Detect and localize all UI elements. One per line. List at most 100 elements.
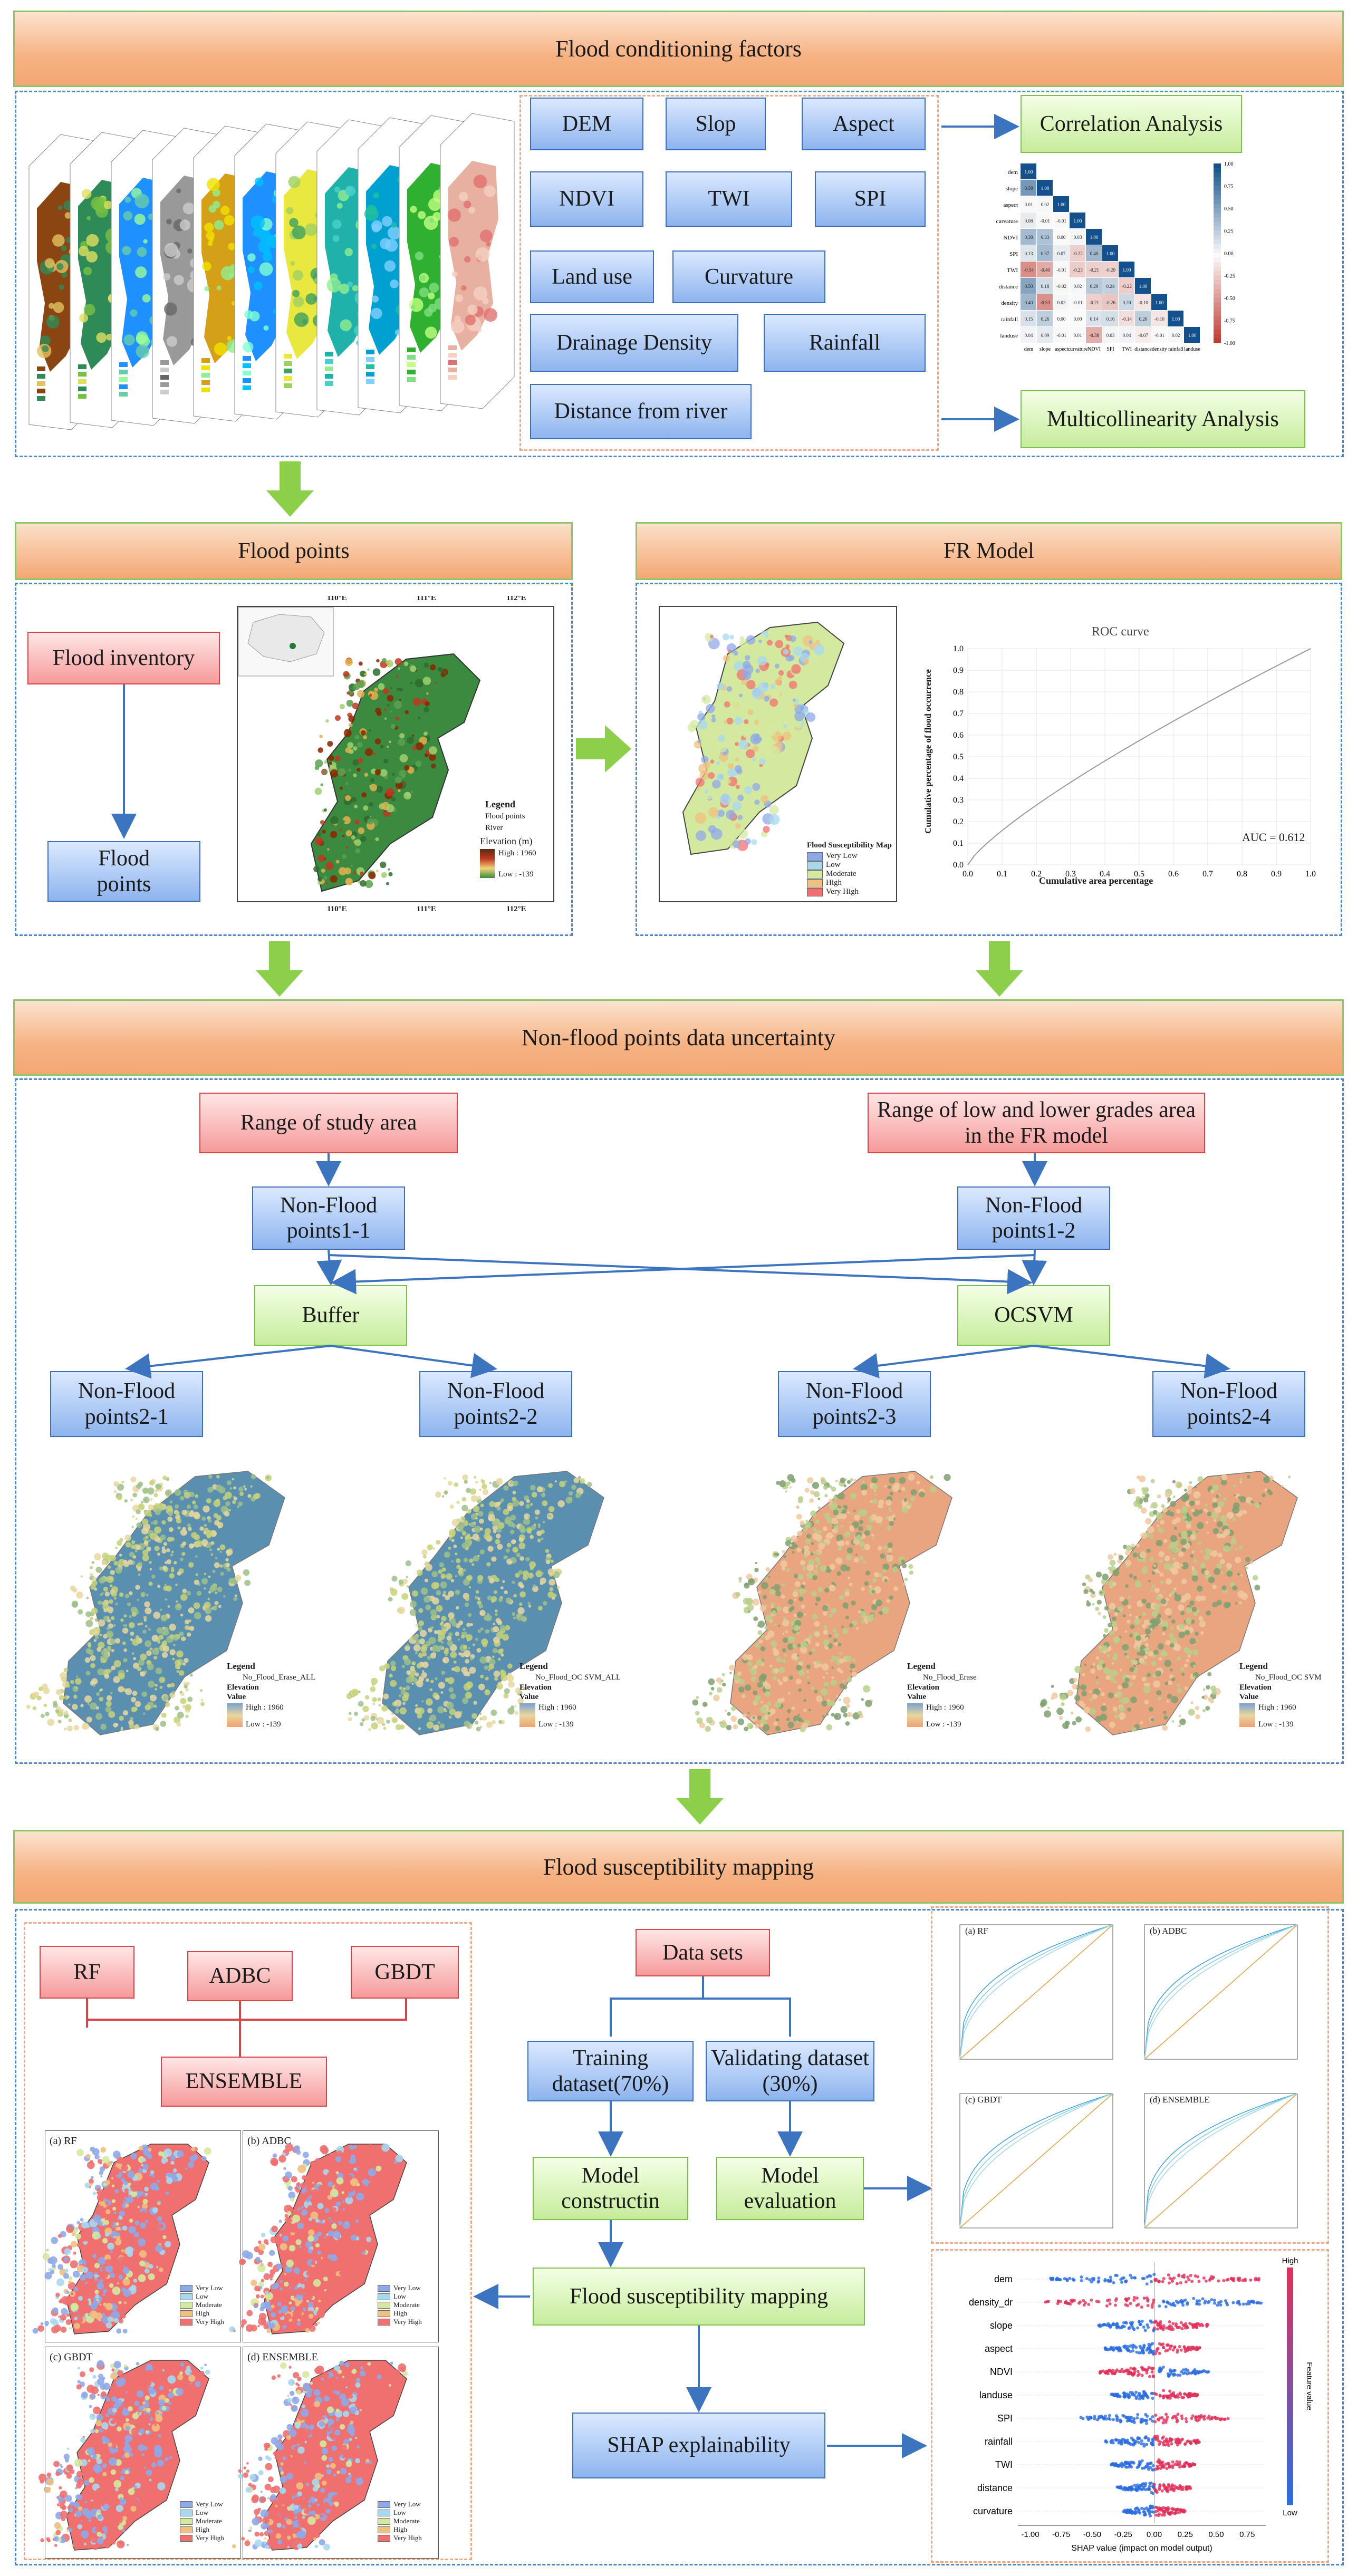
x-tick: 0.6 bbox=[1168, 870, 1179, 879]
factor-layer bbox=[440, 113, 515, 409]
svg-text:NDVI: NDVI bbox=[1087, 346, 1101, 352]
adbc-box: ADBC bbox=[187, 1951, 293, 2001]
y-tick: 1.0 bbox=[953, 644, 964, 653]
factor-slope: Slop bbox=[666, 98, 766, 150]
svg-text:aspect: aspect bbox=[1004, 202, 1018, 208]
flow-arrow-green-3 bbox=[976, 941, 1023, 997]
susceptibility-panel bbox=[15, 1909, 1344, 2565]
shap-feature-label: slope bbox=[990, 2320, 1013, 2331]
factor-aspect: Aspect bbox=[802, 98, 926, 150]
svg-text:1.00: 1.00 bbox=[1106, 251, 1115, 256]
training-box: Training dataset(70%) bbox=[527, 2041, 694, 2101]
svg-text:-0.22: -0.22 bbox=[1122, 284, 1132, 289]
svg-text:0.26: 0.26 bbox=[1139, 316, 1148, 322]
svg-text:NDVI: NDVI bbox=[1004, 235, 1018, 241]
svg-text:distance: distance bbox=[999, 284, 1018, 290]
svg-text:0.50: 0.50 bbox=[1025, 284, 1033, 289]
svg-text:-0.38: -0.38 bbox=[1089, 333, 1099, 338]
svg-text:0.09: 0.09 bbox=[1041, 333, 1050, 338]
shap-feature-label: curvature bbox=[973, 2506, 1013, 2516]
svg-text:landuse: landuse bbox=[1184, 346, 1200, 352]
section-header-non-flood: Non-flood points data uncertainty bbox=[13, 999, 1344, 1076]
ocsvm-box: OCSVM bbox=[957, 1285, 1110, 1346]
svg-text:0.02: 0.02 bbox=[1074, 284, 1082, 289]
range-low-box: Range of low and lower grades area in th… bbox=[868, 1093, 1205, 1153]
correlation-analysis-box: Correlation Analysis bbox=[1021, 95, 1242, 153]
y-tick: 0.3 bbox=[953, 796, 964, 805]
svg-text:TWI: TWI bbox=[1007, 267, 1018, 274]
legend-item: Low bbox=[807, 861, 859, 870]
section-header-conditioning-factors: Flood conditioning factors bbox=[13, 11, 1344, 87]
svg-text:0.15: 0.15 bbox=[1025, 316, 1033, 322]
legend-item: Very High bbox=[807, 887, 859, 896]
shap-feature-label: NDVI bbox=[990, 2367, 1013, 2377]
y-tick: 0.1 bbox=[953, 839, 964, 848]
ensemble-box: ENSEMBLE bbox=[161, 2057, 327, 2107]
svg-text:slope: slope bbox=[1006, 186, 1018, 192]
x-tick: 0.1 bbox=[997, 870, 1007, 879]
svg-text:-0.40: -0.40 bbox=[1040, 267, 1050, 273]
svg-text:0.50: 0.50 bbox=[1224, 206, 1234, 212]
roc-subplot: (c) GBDT bbox=[941, 2088, 1121, 2246]
svg-text:density: density bbox=[1152, 346, 1167, 352]
flow-arrow-green-right bbox=[576, 725, 631, 773]
x-tick: 0.2 bbox=[1031, 870, 1042, 879]
factor-twi: TWI bbox=[666, 171, 792, 227]
svg-text:-0.01: -0.01 bbox=[1154, 333, 1164, 338]
x-tick: 0.3 bbox=[1065, 870, 1076, 879]
flow-arrow-green-4 bbox=[676, 1769, 724, 1825]
shap-box: SHAP explainability bbox=[572, 2413, 825, 2478]
legend-item: Very Low bbox=[807, 852, 859, 861]
svg-text:1.00: 1.00 bbox=[1172, 316, 1180, 322]
factor-list-panel bbox=[519, 95, 939, 451]
y-tick: 0.6 bbox=[953, 731, 964, 740]
shap-feature-label: TWI bbox=[995, 2459, 1013, 2470]
fsm-box: Flood susceptibility mapping bbox=[533, 2268, 865, 2326]
x-tick: 0.5 bbox=[1134, 870, 1144, 879]
svg-text:0.03: 0.03 bbox=[1106, 333, 1115, 338]
shap-feature-label: rainfall bbox=[985, 2436, 1013, 2447]
y-tick: 0.5 bbox=[953, 752, 964, 761]
svg-text:SPI: SPI bbox=[1106, 346, 1114, 352]
svg-text:0.38: 0.38 bbox=[1025, 235, 1033, 240]
svg-text:1.00: 1.00 bbox=[1139, 284, 1148, 289]
svg-text:-1.00: -1.00 bbox=[1224, 341, 1235, 346]
svg-text:1.00: 1.00 bbox=[1123, 267, 1131, 273]
svg-text:-0.25: -0.25 bbox=[1224, 274, 1235, 279]
roc-panel bbox=[931, 1906, 1329, 2244]
multicollinearity-analysis-box: Multicollinearity Analysis bbox=[1021, 390, 1305, 448]
y-tick: 0.8 bbox=[953, 688, 964, 697]
factor-distance-river: Distance from river bbox=[530, 384, 752, 439]
legend-item: Moderate bbox=[807, 870, 859, 879]
svg-text:-0.22: -0.22 bbox=[1073, 251, 1083, 256]
x-tick: 0.0 bbox=[963, 870, 973, 879]
svg-text:0.04: 0.04 bbox=[1025, 333, 1033, 338]
svg-text:0.02: 0.02 bbox=[1172, 333, 1180, 338]
x-tick: 1.0 bbox=[1305, 870, 1316, 879]
y-tick: 0.2 bbox=[953, 817, 964, 826]
roc-subplot: (a) RF bbox=[941, 1919, 1121, 2078]
gbdt-box: GBDT bbox=[351, 1946, 459, 1999]
nf-points-2-1: Non-Flood points2-1 bbox=[50, 1371, 203, 1437]
svg-text:0.00: 0.00 bbox=[1074, 316, 1082, 322]
section-header-susceptibility-mapping: Flood susceptibility mapping bbox=[13, 1830, 1344, 1904]
factor-arrows bbox=[941, 114, 1019, 432]
svg-text:density: density bbox=[1001, 300, 1018, 306]
svg-text:-0.02: -0.02 bbox=[1056, 284, 1066, 289]
factor-ndvi: NDVI bbox=[530, 171, 643, 227]
svg-text:0.75: 0.75 bbox=[1224, 184, 1234, 190]
svg-text:1.00: 1.00 bbox=[1025, 169, 1033, 175]
svg-text:0.01: 0.01 bbox=[1025, 202, 1033, 207]
flood-points-map: Legend Flood points River Elevation (m) … bbox=[232, 596, 570, 923]
models-panel bbox=[24, 1922, 472, 2560]
svg-text:0.03: 0.03 bbox=[1057, 300, 1066, 305]
flood-points-panel bbox=[15, 583, 573, 936]
